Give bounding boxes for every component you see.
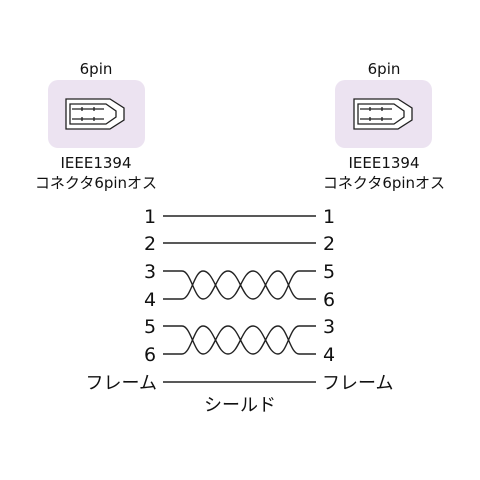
right-connector-type: コネクタ6pinオス: [323, 174, 445, 192]
frame-label-left: フレーム: [86, 373, 157, 394]
right-pin-2: 2: [323, 233, 335, 255]
frame-label-right: フレーム: [322, 373, 393, 394]
left-connector: 6pin IEEE1394 コネクタ6pinオス: [35, 60, 157, 192]
left-connector-name: IEEE1394: [60, 154, 131, 172]
left-pin-1: 1: [144, 206, 156, 228]
wires: [163, 215, 316, 383]
right-pin-4: 6: [323, 289, 335, 311]
right-pin-3: 5: [323, 261, 335, 283]
right-pin-1: 1: [323, 206, 335, 228]
left-pin-4: 4: [144, 289, 156, 311]
left-pin-6: 6: [144, 344, 156, 366]
right-pin-labels: 1 2 5 6 3 4: [323, 206, 335, 366]
left-pin-2: 2: [144, 233, 156, 255]
right-pin-6: 4: [323, 344, 335, 366]
left-connector-type: コネクタ6pinオス: [35, 174, 157, 192]
right-pin-5: 3: [323, 316, 335, 338]
right-connector-pin-count: 6pin: [368, 60, 401, 78]
right-connector-name: IEEE1394: [348, 154, 419, 172]
left-connector-port-icon: [65, 98, 125, 130]
wire-6-to-4: [163, 325, 316, 355]
left-pin-labels: 1 2 3 4 5 6: [144, 206, 156, 366]
left-connector-pin-count: 6pin: [80, 60, 113, 78]
right-connector-port-icon: [353, 98, 413, 130]
right-connector: 6pin IEEE1394 コネクタ6pinオス: [323, 60, 445, 192]
left-pin-3: 3: [144, 261, 156, 283]
left-pin-5: 5: [144, 316, 156, 338]
shield-label: シールド: [204, 395, 276, 416]
wire-4-to-6: [163, 270, 316, 300]
